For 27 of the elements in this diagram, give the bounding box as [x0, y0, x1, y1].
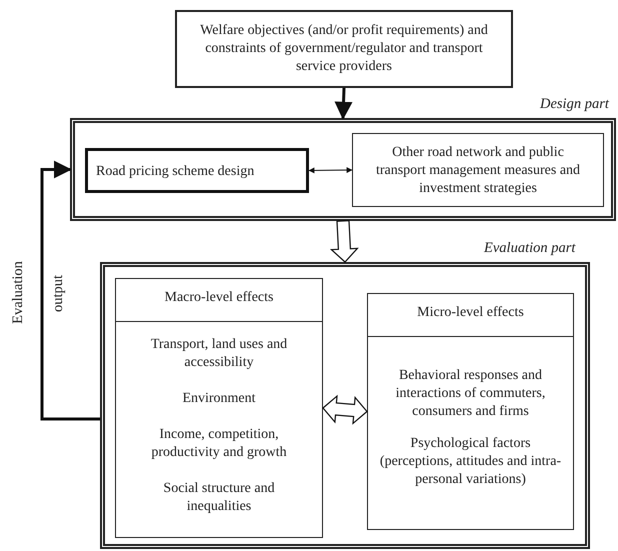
double-block-arrow — [322, 394, 368, 425]
effects-box — [115, 278, 323, 538]
box-text: Other road network and public transport management measures and investment strategies — [374, 144, 582, 198]
box-text: Psychological factors (perceptions, attitudes and intra-personal variations) — [378, 435, 562, 489]
box-heading: Micro-level effects — [368, 294, 573, 337]
arrow — [40, 160, 100, 420]
double-arrow — [308, 167, 353, 174]
box-text: Social structure and inequalities — [162, 480, 276, 516]
objectives-box — [175, 10, 513, 88]
process-box — [352, 133, 604, 207]
box-heading: Macro-level effects — [116, 279, 322, 322]
side-label: Evaluation — [9, 260, 26, 324]
block-arrow — [330, 220, 359, 263]
box-text: Environment — [181, 390, 257, 408]
design-part-panel — [70, 118, 616, 221]
arrow — [334, 88, 353, 120]
evaluation-part-panel — [100, 262, 590, 549]
box-text: Transport, land uses and accessibility — [150, 336, 288, 372]
box-text: Behavioral responses and interactions of commuters, consumers and firms — [394, 367, 546, 421]
box-text: Income, competition, productivity and growth — [150, 426, 288, 462]
box-text: Welfare objectives (and/or profit requirements) and constraints of government/regulator and transport service providers — [199, 22, 489, 76]
side-label: output — [50, 274, 67, 312]
panel-caption: Design part — [540, 96, 609, 113]
effects-box — [367, 293, 574, 530]
panel-caption: Evaluation part — [484, 240, 576, 257]
process-box — [85, 148, 309, 193]
box-text: Road pricing scheme design — [96, 163, 256, 181]
